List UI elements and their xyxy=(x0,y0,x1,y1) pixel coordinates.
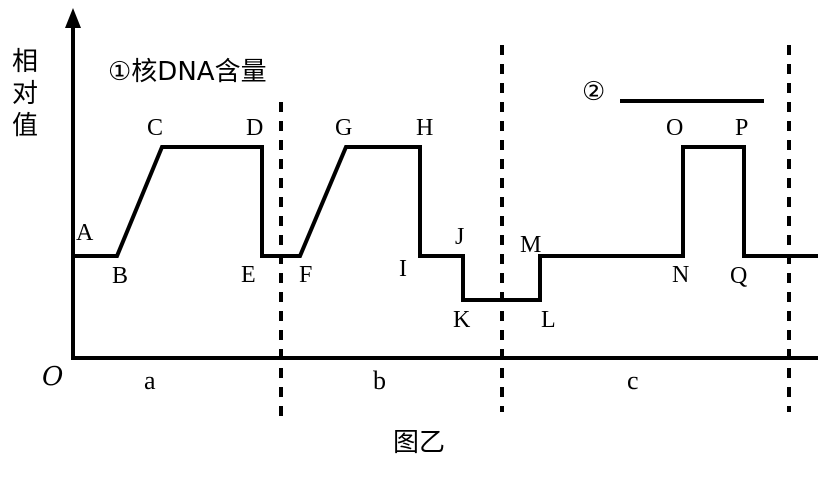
y-axis-label-char-2: 对 xyxy=(12,79,38,109)
y-axis-arrow xyxy=(65,8,81,28)
point-label-q: Q xyxy=(730,263,747,289)
point-label-j: J xyxy=(455,224,464,250)
figure-caption: 图乙 xyxy=(393,428,445,458)
y-axis-label-char-1: 相 xyxy=(12,47,38,77)
point-label-d: D xyxy=(246,115,263,141)
point-label-f: F xyxy=(299,262,312,288)
point-label-m: M xyxy=(520,232,541,258)
point-label-l: L xyxy=(541,307,556,333)
point-labels: A B C D E F G H I J K L M N O P Q xyxy=(76,115,748,333)
point-label-b: B xyxy=(112,263,128,289)
legend-dna-content: ①核DNA含量 xyxy=(108,57,267,87)
legend-2-marker: ② xyxy=(582,77,605,107)
point-label-h: H xyxy=(416,115,433,141)
point-label-e: E xyxy=(241,262,256,288)
point-label-g: G xyxy=(335,115,352,141)
section-label-b: b xyxy=(373,366,386,395)
axes xyxy=(65,8,818,360)
y-axis-label-char-3: 值 xyxy=(12,111,38,141)
section-label-c: c xyxy=(627,366,639,395)
point-label-i: I xyxy=(399,256,407,282)
point-label-p: P xyxy=(735,115,748,141)
point-label-c: C xyxy=(147,115,163,141)
section-label-a: a xyxy=(144,366,156,395)
dna-content-curve xyxy=(73,145,818,302)
origin-label: O xyxy=(42,362,63,392)
point-label-k: K xyxy=(453,307,471,333)
point-label-o: O xyxy=(666,115,683,141)
point-label-a: A xyxy=(76,220,94,246)
point-label-n: N xyxy=(672,262,689,288)
